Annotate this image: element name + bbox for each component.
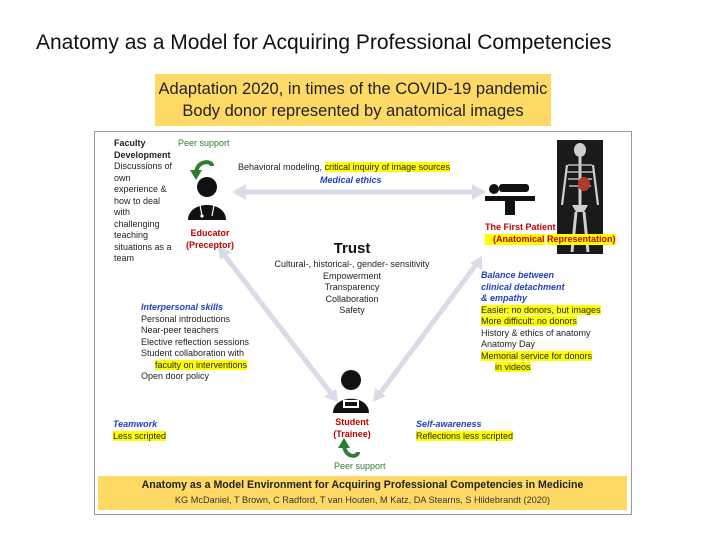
behavioral-modeling: Behavioral modeling, critical inquiry of… [238,162,451,174]
student-line-1: Student [335,417,369,427]
footer-title: Anatomy as a Model Environment for Acqui… [141,479,584,491]
balance-item: in videos [495,362,531,372]
educator-patient-arrow [232,184,486,200]
faculty-line: Discussions of [114,161,173,171]
interpersonal-item: Open door policy [141,371,210,381]
balance-item: Memorial service for donors [481,350,593,361]
interpersonal-item: Near-peer teachers [141,325,219,335]
trust-line: Safety [339,305,365,315]
banner-line-1: Adaptation 2020, in times of the COVID-1… [158,80,548,98]
trust-block: Trust Cultural-, historical-, gender- se… [262,240,442,317]
interpersonal-heading: Interpersonal skills [141,302,224,312]
trust-line: Transparency [324,282,380,292]
footer-authors: KG McDaniel, T Brown, C Radford, T van H… [174,495,551,505]
peer-support-arrow-icon [190,160,214,180]
balance-item: Easier: no donors, but images [481,304,601,315]
interpersonal-item: faculty on interventions [155,359,248,370]
educator-person-icon [188,177,226,220]
trust-line: Cultural-, historical-, gender- sensitiv… [274,259,430,269]
balance-item: Anatomy Day [481,339,536,349]
self-awareness-block: Self-awareness Reflections less scripted [416,419,514,442]
balance-heading: & empathy [481,293,528,303]
educator-line-2: (Preceptor) [186,239,235,250]
faculty-line: experience & [114,184,167,194]
interpersonal-item: Student collaboration with [141,348,245,358]
student-label: Student (Trainee) [322,417,382,440]
faculty-title-2: Development [114,149,171,160]
patient-student-arrow [373,256,482,402]
trust-line: Collaboration [325,293,379,304]
citation-footer: Anatomy as a Model Environment for Acqui… [98,476,627,510]
faculty-line: situations as a [114,241,172,252]
teamwork-block: Teamwork Less scripted [113,419,167,442]
patient-label: The First Patient (Anatomical Representa… [485,222,616,245]
teamwork-item: Less scripted [113,430,167,441]
educator-label: Educator (Preceptor) [186,228,234,251]
patient-line-1: The First Patient [485,222,556,232]
faculty-line: with [114,207,131,217]
trust-line: Empowerment [322,270,382,281]
faculty-development: Faculty Development Discussions of own e… [114,138,172,265]
balance-item: More difficult: no donors [481,316,577,326]
faculty-title-1: Faculty [114,138,146,148]
student-line-2: (Trainee) [333,428,371,439]
faculty-line: how to deal [114,195,161,206]
faculty-line: challenging [114,218,160,229]
trust-title: Trust [333,240,371,257]
educator-line-1: Educator [190,228,230,238]
peer-support-arrow-icon [338,438,360,458]
faculty-line: team [114,253,135,263]
interpersonal-block: Interpersonal skills Personal introducti… [141,302,249,383]
peer-support-bottom: Peer support [334,461,386,471]
interpersonal-item: Personal introductions [141,313,231,324]
interpersonal-item: Elective reflection sessions [141,336,250,347]
faculty-line: own [114,172,131,183]
medical-ethics: Medical ethics [320,175,382,185]
self-awareness-item: Reflections less scripted [416,430,514,441]
teamwork-heading: Teamwork [113,419,158,429]
educator-student-arrow [218,246,338,402]
behavioral-text: Behavioral modeling, [238,162,323,172]
slide-title: Anatomy as a Model for Acquiring Profess… [36,31,612,54]
patient-line-2: (Anatomical [485,233,545,245]
balance-heading: Balance between [481,270,555,280]
adaptation-banner: Adaptation 2020, in times of the COVID-1… [155,74,551,126]
student-person-icon [333,370,369,413]
banner-line-2: Body donor represented by anatomical ima… [182,102,524,120]
peer-support-top: Peer support [178,138,230,148]
balance-item: History & ethics of anatomy [481,327,591,338]
behavioral-highlight: critical inquiry of image sources [324,162,451,172]
patient-line-3: Representation) [547,233,616,245]
patient-on-table-icon [485,184,535,215]
self-awareness-heading: Self-awareness [416,419,482,429]
faculty-line: teaching [114,230,149,240]
balance-block: Balance between clinical detachment & em… [481,270,601,374]
balance-heading: clinical detachment [481,281,565,292]
